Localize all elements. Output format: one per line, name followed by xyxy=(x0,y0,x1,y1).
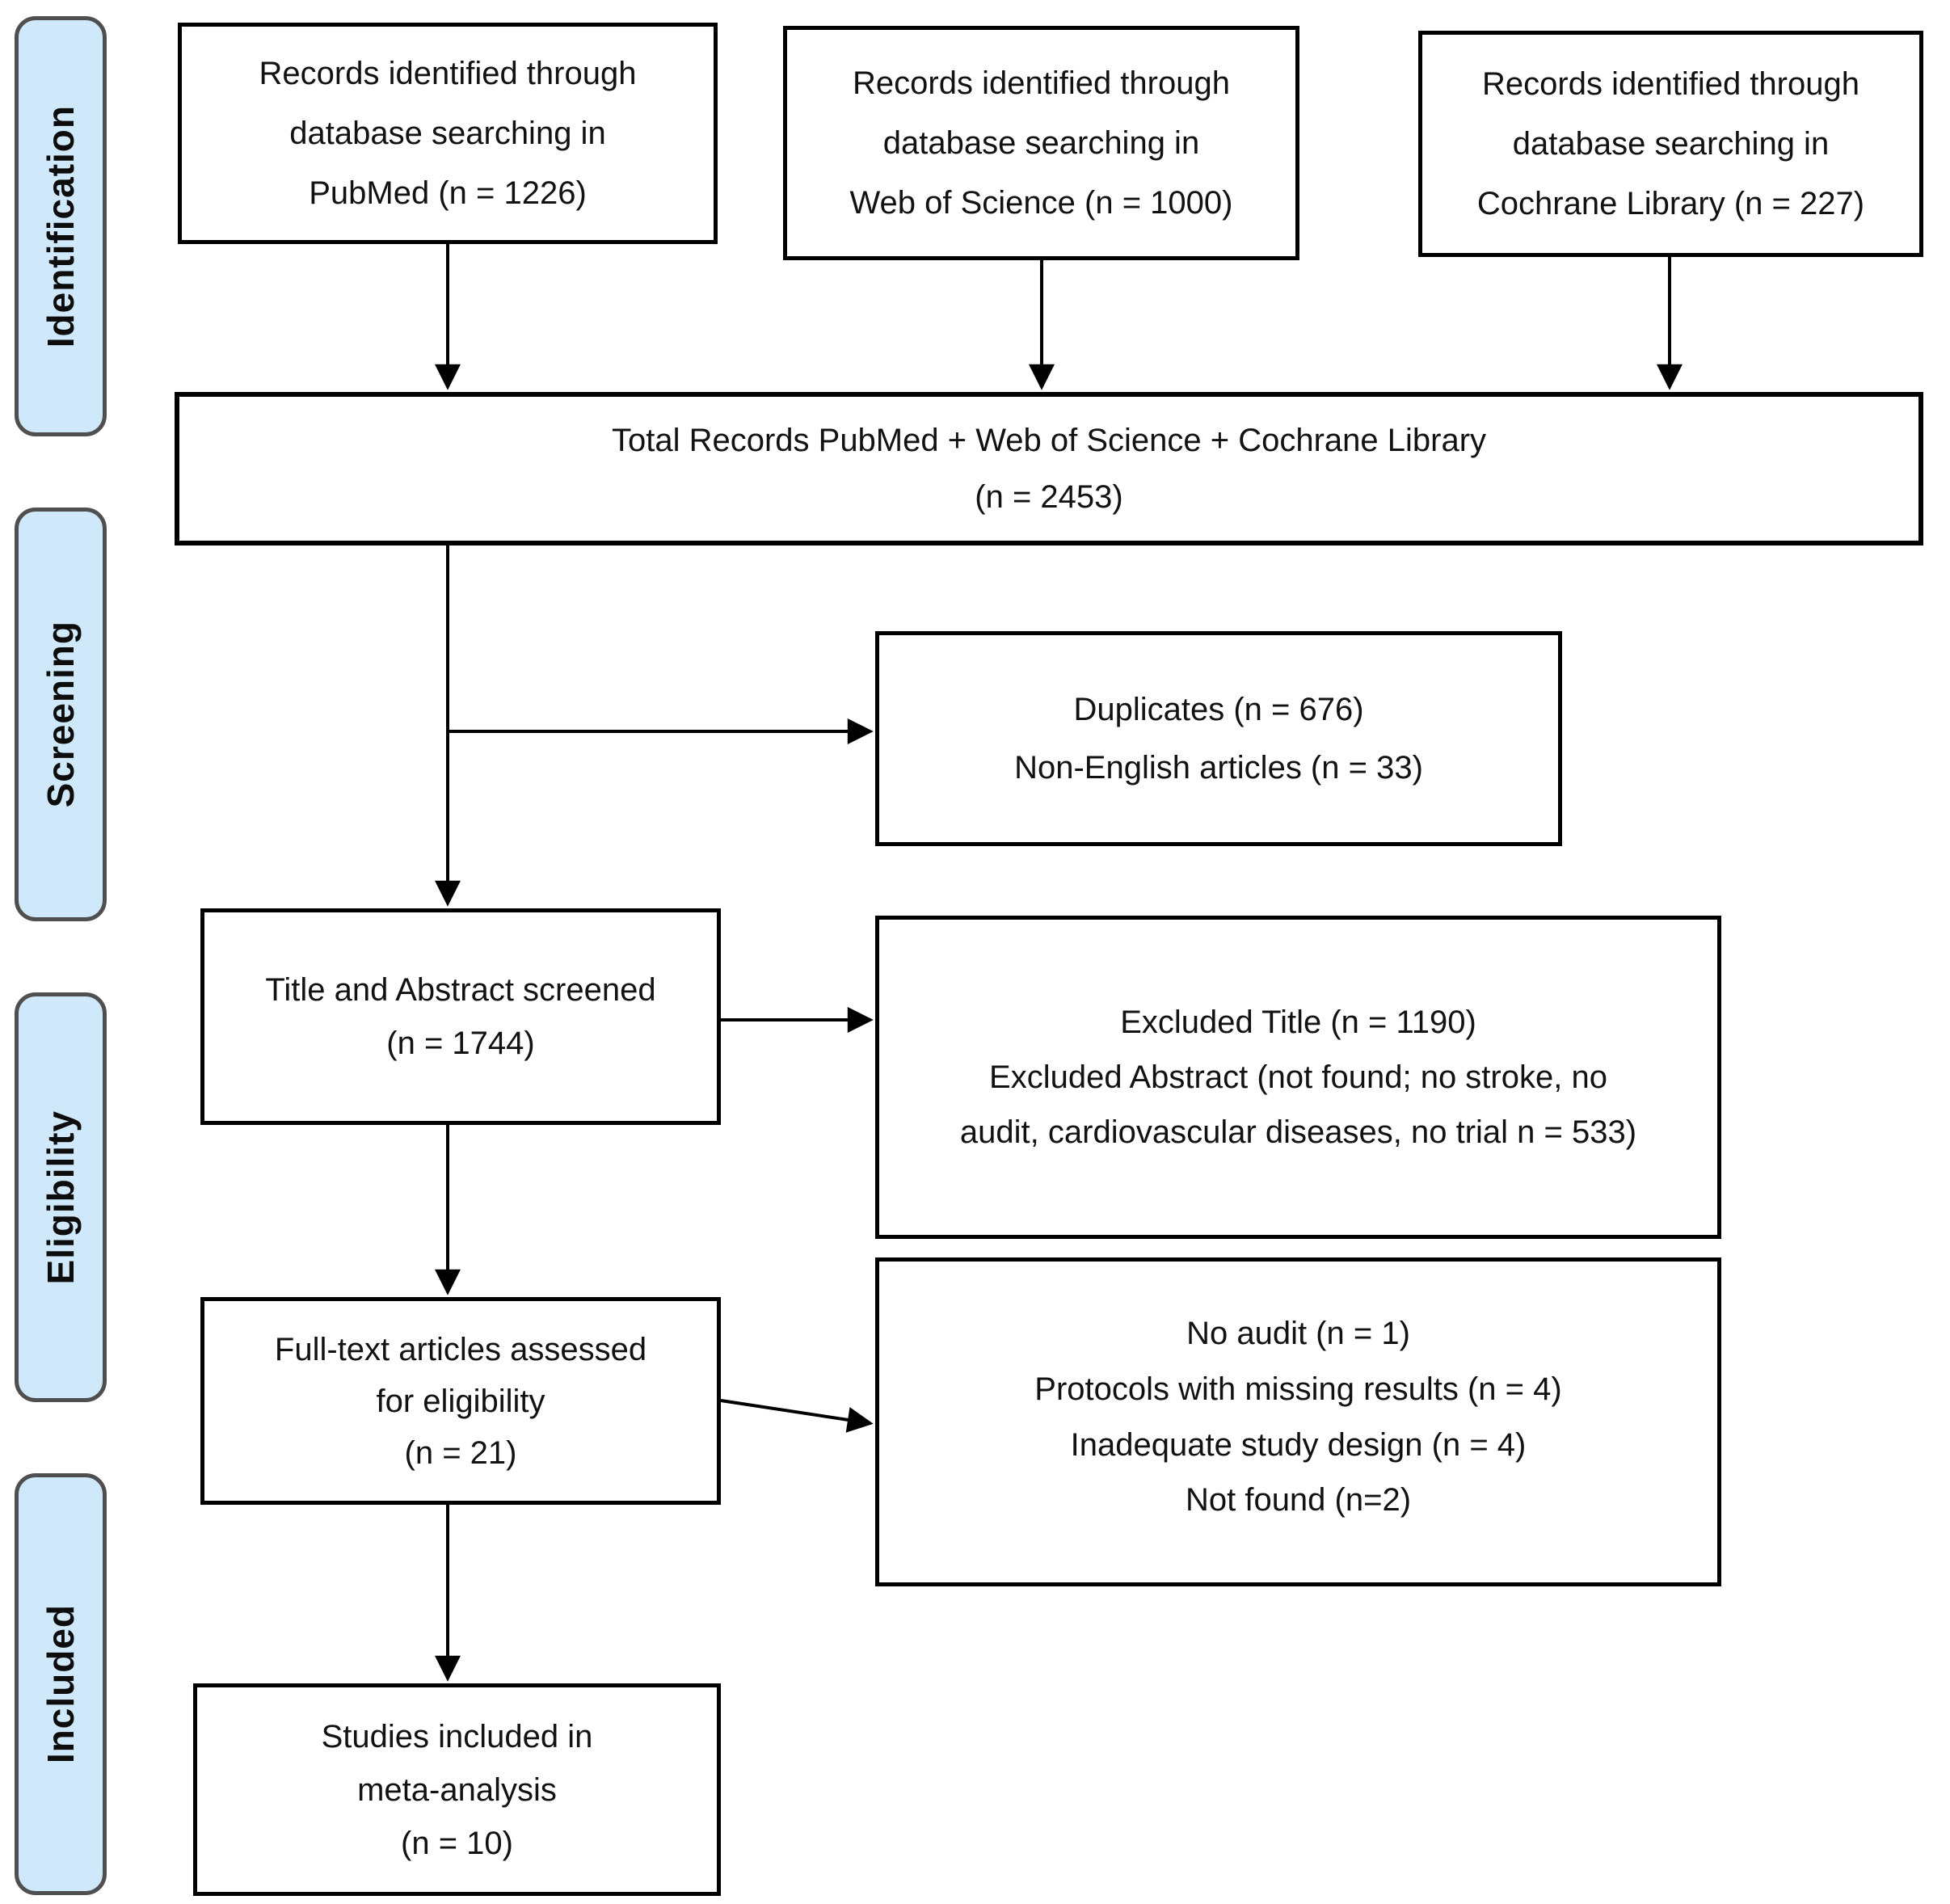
box-text-line: Records identified through xyxy=(259,56,637,91)
stage-identification: Identification xyxy=(15,16,107,436)
stage-label: Included xyxy=(40,1604,82,1764)
box-records-cochrane-library: Records identified through database sear… xyxy=(1418,31,1923,257)
box-fulltext-excluded-reasons: No audit (n = 1) Protocols with missing … xyxy=(875,1257,1721,1586)
box-records-web-of-science: Records identified through database sear… xyxy=(783,26,1299,260)
box-text-line: (n = 10) xyxy=(401,1825,513,1861)
stage-eligibility: Eligibility xyxy=(15,992,107,1402)
box-duplicates-removed: Duplicates (n = 676) Non-English article… xyxy=(875,631,1562,846)
stage-label: Screening xyxy=(40,621,82,808)
box-text-line: Studies included in xyxy=(321,1718,593,1754)
box-text-line: database searching in xyxy=(882,125,1200,161)
box-text-line: No audit (n = 1) xyxy=(1186,1316,1410,1351)
box-text-line: Records identified through xyxy=(853,65,1230,101)
box-text-line: Title and Abstract screened xyxy=(265,972,656,1008)
stage-label: Identification xyxy=(40,104,82,348)
stage-included: Included xyxy=(15,1473,107,1895)
box-fulltext-assessed: Full-text articles assessed for eligibil… xyxy=(200,1297,721,1505)
box-text-line: Excluded Abstract (not found; no stroke,… xyxy=(989,1059,1607,1095)
box-total-records: Total Records PubMed + Web of Science + … xyxy=(175,392,1923,546)
box-title-abstract-screened: Title and Abstract screened (n = 1744) xyxy=(200,908,721,1125)
box-text-line: (n = 21) xyxy=(404,1434,517,1471)
box-records-pubmed: Records identified through database sear… xyxy=(178,23,718,244)
box-text-line: Duplicates (n = 676) xyxy=(1073,692,1364,727)
box-text-line: Cochrane Library (n = 227) xyxy=(1476,186,1865,221)
box-text-line: Total Records PubMed + Web of Science + … xyxy=(611,423,1487,458)
box-excluded-title-abstract: Excluded Title (n = 1190) Excluded Abstr… xyxy=(875,916,1721,1239)
box-text-line: Protocols with missing results (n = 4) xyxy=(1034,1371,1562,1407)
box-text-line: audit, cardiovascular diseases, no trial… xyxy=(959,1114,1637,1150)
box-text-line: Web of Science (n = 1000) xyxy=(849,185,1233,221)
box-text-line: for eligibility xyxy=(376,1383,545,1419)
box-text-line: Not found (n=2) xyxy=(1185,1482,1412,1519)
stage-label: Eligibility xyxy=(40,1110,82,1285)
box-text-line: (n = 1744) xyxy=(386,1026,535,1061)
box-text-line: (n = 2453) xyxy=(975,479,1123,515)
arrow-fulltext-to-excluded xyxy=(720,1399,874,1433)
box-text-line: meta-analysis xyxy=(357,1771,557,1808)
box-text-line: Full-text articles assessed xyxy=(274,1331,647,1367)
box-text-line: database searching in xyxy=(289,116,606,151)
box-text-line: Inadequate study design (n = 4) xyxy=(1070,1426,1527,1463)
box-text-line: Records identified through xyxy=(1482,66,1859,102)
box-text-line: Non-English articles (n = 33) xyxy=(1014,750,1423,786)
box-studies-included: Studies included in meta-analysis (n = 1… xyxy=(193,1683,721,1896)
box-text-line: Excluded Title (n = 1190) xyxy=(1120,1005,1476,1040)
box-text-line: database searching in xyxy=(1512,126,1830,162)
stage-screening: Screening xyxy=(15,508,107,921)
box-text-line: PubMed (n = 1226) xyxy=(309,175,587,211)
